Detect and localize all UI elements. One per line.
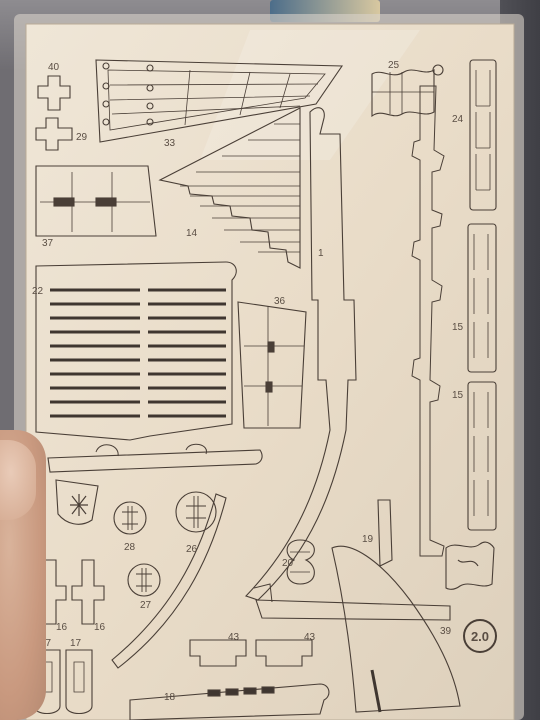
lower-strip — [255, 599, 451, 621]
label-26: 26 — [186, 544, 198, 555]
part-29 — [35, 117, 73, 151]
part-16b — [71, 559, 105, 625]
label-16b: 16 — [94, 622, 106, 633]
part-18 — [129, 683, 330, 720]
glare — [200, 30, 420, 160]
part-37 — [35, 165, 157, 237]
part-1 — [245, 107, 357, 601]
label-39: 39 — [440, 626, 452, 637]
part-14 — [158, 107, 301, 269]
label-43b: 43 — [304, 632, 316, 643]
part-19 — [377, 499, 393, 567]
part-40 — [37, 75, 71, 111]
part-20 — [286, 539, 315, 585]
version-label: 2.0 — [471, 629, 489, 644]
version-badge — [463, 619, 497, 653]
rail-strip — [47, 449, 263, 473]
part-15b — [467, 381, 497, 531]
label-22: 22 — [32, 286, 44, 297]
label-28: 28 — [124, 542, 136, 553]
label-37: 37 — [42, 238, 54, 249]
part-15a — [467, 223, 497, 373]
label-16a: 16 — [56, 622, 68, 633]
label-40: 40 — [48, 62, 60, 73]
label-15b: 15 — [452, 390, 464, 401]
small-flag — [55, 479, 99, 525]
part-28 — [113, 501, 147, 535]
label-14: 14 — [186, 228, 198, 239]
label-27: 27 — [140, 600, 152, 611]
label-29: 29 — [76, 132, 88, 143]
bowsprit — [111, 493, 227, 669]
part-36 — [237, 301, 307, 429]
part-25 — [371, 69, 435, 118]
label-33: 33 — [164, 138, 176, 149]
label-17b: 17 — [70, 638, 82, 649]
label-36: 36 — [274, 296, 286, 307]
label-19: 19 — [362, 534, 374, 545]
label-1: 1 — [318, 248, 324, 259]
part-27 — [127, 563, 161, 597]
part-39 — [331, 545, 461, 713]
label-18: 18 — [164, 692, 176, 703]
part-43b — [255, 639, 313, 667]
part-43a — [189, 639, 247, 667]
part-33 — [95, 59, 344, 143]
label-15a: 15 — [452, 322, 464, 333]
label-25: 25 — [388, 60, 400, 71]
label-24: 24 — [452, 114, 464, 125]
part-24 — [469, 59, 497, 211]
label-20: 20 — [282, 558, 294, 569]
thumb-nail — [0, 440, 36, 520]
part-17b — [65, 649, 93, 715]
label-43a: 43 — [228, 632, 240, 643]
part-26 — [175, 491, 217, 533]
wood-board — [25, 23, 515, 720]
part-22 — [35, 261, 237, 441]
bottom-flag — [445, 541, 495, 590]
